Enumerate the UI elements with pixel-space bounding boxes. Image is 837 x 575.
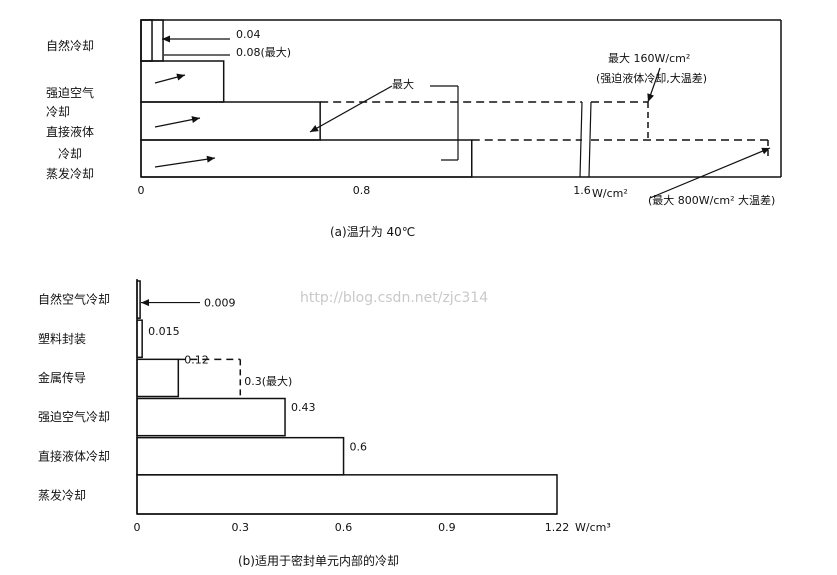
- tick-b-3: 0.9: [438, 521, 456, 534]
- cat-b-0: 自然空气冷却: [38, 292, 110, 307]
- tick-a-1: 0.8: [353, 184, 371, 197]
- cat-b-4: 直接液体冷却: [38, 448, 110, 463]
- bar-a-natural-typical: [140, 19, 153, 62]
- chart-b: 自然空气冷却 0.009 塑料封装 0.015 金属传导 0.3(最大) 0.12 强迫空气冷…: [38, 279, 611, 534]
- cat-b-3: 强迫空气冷却: [38, 409, 110, 424]
- bar-b-2: [136, 358, 180, 398]
- arrow-a-004-head: [162, 35, 170, 43]
- arrow-a-max-evap-shaft: [649, 147, 771, 199]
- break-a-1: [579, 101, 583, 178]
- arrow-a-forced-head: [176, 73, 185, 81]
- chart-a-caption: (a)温升为 40℃: [330, 225, 415, 239]
- unit-a: W/cm²: [592, 187, 628, 200]
- ann-a-008: 0.08(最大): [236, 45, 291, 59]
- bar-b-1: [136, 319, 143, 359]
- unit-b: W/cm³: [575, 521, 611, 534]
- bar-a-forced-air: [140, 60, 225, 103]
- bar-b-4: [136, 436, 345, 476]
- ann-a-max-liquid-2: (强迫液体冷却,大温差): [596, 71, 707, 85]
- cat-a-liquid-1: 直接液体: [46, 124, 94, 139]
- watermark: http://blog.csdn.net/zjc314: [300, 290, 488, 306]
- cat-a-forced-1: 强迫空气: [46, 85, 94, 100]
- ann-b-value-0: 0.009: [204, 297, 236, 310]
- tick-a-2: 1.6: [573, 184, 591, 197]
- ann-b-value-1: 0.015: [148, 325, 180, 338]
- ann-b-value-4: 0.6: [350, 440, 368, 453]
- arrow-a-evap-head: [206, 155, 215, 163]
- arrow-a-max-evap-head: [761, 147, 770, 155]
- arrow-a-max-head: [310, 125, 319, 132]
- ann-a-max-evap: (最大 800W/cm² 大温差): [648, 193, 775, 207]
- arrow-a-liquid-head: [191, 116, 200, 124]
- ann-a-max-liquid-1: 最大 160W/cm²: [608, 51, 690, 65]
- cat-b-2: 金属传导: [38, 370, 86, 385]
- ann-b-max-2: 0.3(最大): [244, 374, 292, 388]
- bar-a-liquid: [140, 101, 321, 141]
- ann-b-value-2: 0.12: [184, 353, 209, 366]
- cat-a-natural: 自然冷却: [46, 38, 94, 53]
- ann-b-value-3: 0.43: [291, 401, 316, 414]
- cat-b-1: 塑料封装: [38, 331, 86, 346]
- tick-b-4: 1.22: [545, 521, 570, 534]
- arrow-b-0-head: [141, 299, 149, 307]
- chart-b-caption: (b)适用于密封单元内部的冷却: [238, 553, 399, 568]
- cat-b-5: 蒸发冷却: [38, 487, 86, 502]
- bar-b-5: [136, 474, 558, 515]
- tick-b-1: 0.3: [232, 521, 250, 534]
- arrow-a-evap-shaft: [154, 157, 216, 168]
- tick-b-0: 0: [134, 521, 141, 534]
- break-a-2: [588, 101, 592, 178]
- arrow-a-max-shaft: [309, 85, 393, 133]
- ann-a-004: 0.04: [236, 28, 261, 41]
- arrow-a-max-liquid-head: [647, 93, 654, 102]
- ann-a-max: 最大: [392, 77, 414, 91]
- bar-b-3: [136, 397, 286, 437]
- bar-b-0: [136, 280, 141, 319]
- bar-a-evaporative: [140, 139, 473, 178]
- cat-a-liquid-2: 冷却: [58, 147, 82, 161]
- tick-a-0: 0: [138, 184, 145, 197]
- cat-a-forced-2: 冷却: [46, 105, 70, 119]
- cat-a-evap: 蒸发冷却: [46, 166, 94, 181]
- tick-b-2: 0.6: [335, 521, 353, 534]
